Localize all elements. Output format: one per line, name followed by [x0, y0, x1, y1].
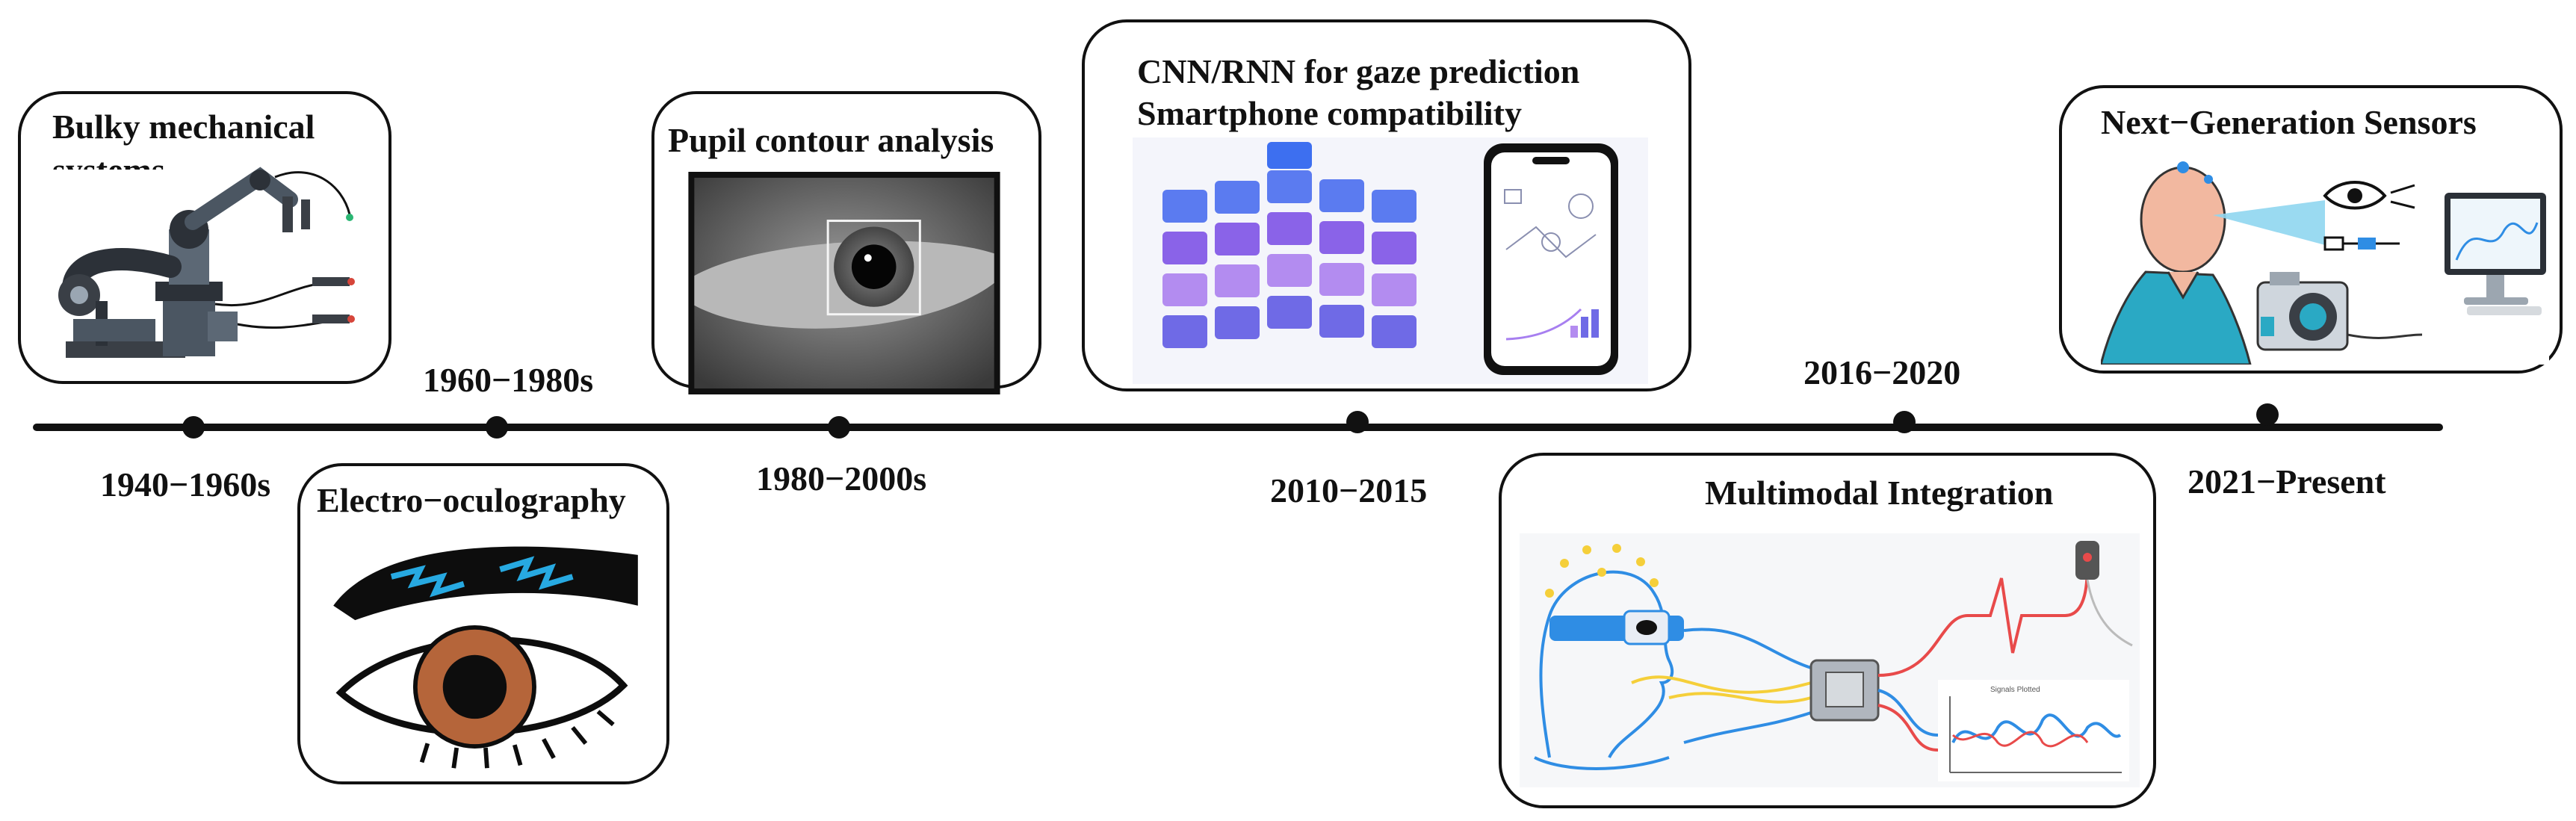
era-label-1980: 1980−2000s [756, 459, 927, 498]
era-label-1940: 1940−1960s [100, 465, 271, 504]
era-label-2016: 2016−2020 [1803, 353, 1961, 391]
neural-cube-smartphone-icon [1133, 137, 1648, 384]
panel-mechanical: Bulky mechanical systems [18, 91, 391, 384]
panel-title: Electro−oculography [317, 481, 626, 519]
panel-title: CNN/RNN for gaze prediction [1137, 52, 1580, 90]
timeline-dot-2010 [1346, 411, 1369, 433]
era-label-2010: 2010−2015 [1270, 471, 1428, 509]
panel-nextgen: Next−Generation Sensors [2059, 85, 2563, 374]
timeline-axis [33, 424, 2443, 431]
eye-electrode-icon [333, 546, 638, 769]
robot-arm-icon [43, 167, 372, 364]
panel-title: Bulky mechanical [52, 108, 315, 146]
panel-cnn: CNN/RNN for gaze prediction Smartphone c… [1082, 19, 1691, 391]
panel-pupil: Pupil contour analysis [651, 91, 1041, 394]
head-eye-camera-monitor-icon [2101, 148, 2549, 365]
era-label-2021: 2021−Present [2188, 462, 2386, 501]
era-label-1960: 1960−1980s [423, 361, 594, 399]
chart-label: Signals Plotted [1990, 686, 2040, 694]
timeline-dot-2021 [2256, 403, 2279, 426]
panel-title: Next−Generation Sensors [2101, 103, 2477, 141]
timeline-dot-2016 [1893, 411, 1916, 433]
timeline-dot-1960 [486, 416, 508, 439]
timeline-dot-1940 [182, 416, 205, 439]
timeline-dot-1980 [828, 416, 850, 439]
panel-title: Multimodal Integration [1705, 474, 2054, 512]
panel-title-2: Smartphone compatibility [1137, 94, 1522, 132]
eeg-headset-hub-icon: Signals Plotted [1520, 533, 2140, 787]
panel-multimodal: Multimodal Integration [1499, 453, 2156, 808]
panel-eog: Electro−oculography [297, 463, 669, 784]
panel-title: Pupil contour analysis [668, 121, 994, 159]
eye-closeup-photo [688, 172, 1000, 394]
